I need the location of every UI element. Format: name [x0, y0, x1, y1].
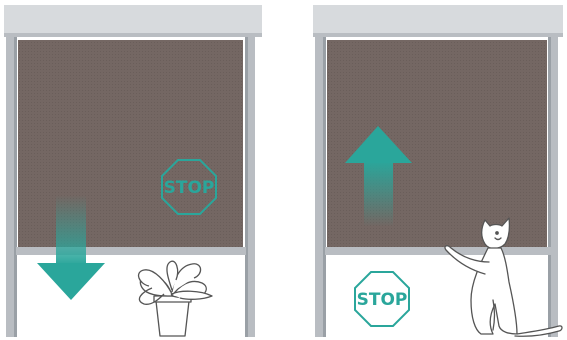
potted-plant-icon: [139, 261, 212, 336]
stop-sign-label: STOP: [164, 178, 215, 198]
stop-sign-icon: STOP: [355, 272, 409, 326]
cassette-box: [4, 5, 262, 35]
screen-fabric: [18, 40, 243, 248]
bottom-bar: [325, 247, 551, 255]
bottom-bar: [16, 247, 246, 255]
cassette-box: [313, 5, 563, 35]
blind-lowering-illustration: STOP: [4, 0, 264, 340]
scene-blind-raising: STOP: [313, 0, 567, 340]
stop-sign-label: STOP: [357, 290, 408, 310]
scene-blind-lowering: STOP: [4, 0, 264, 340]
screen-fabric: [327, 40, 547, 248]
blind-raising-illustration: STOP: [313, 0, 567, 340]
